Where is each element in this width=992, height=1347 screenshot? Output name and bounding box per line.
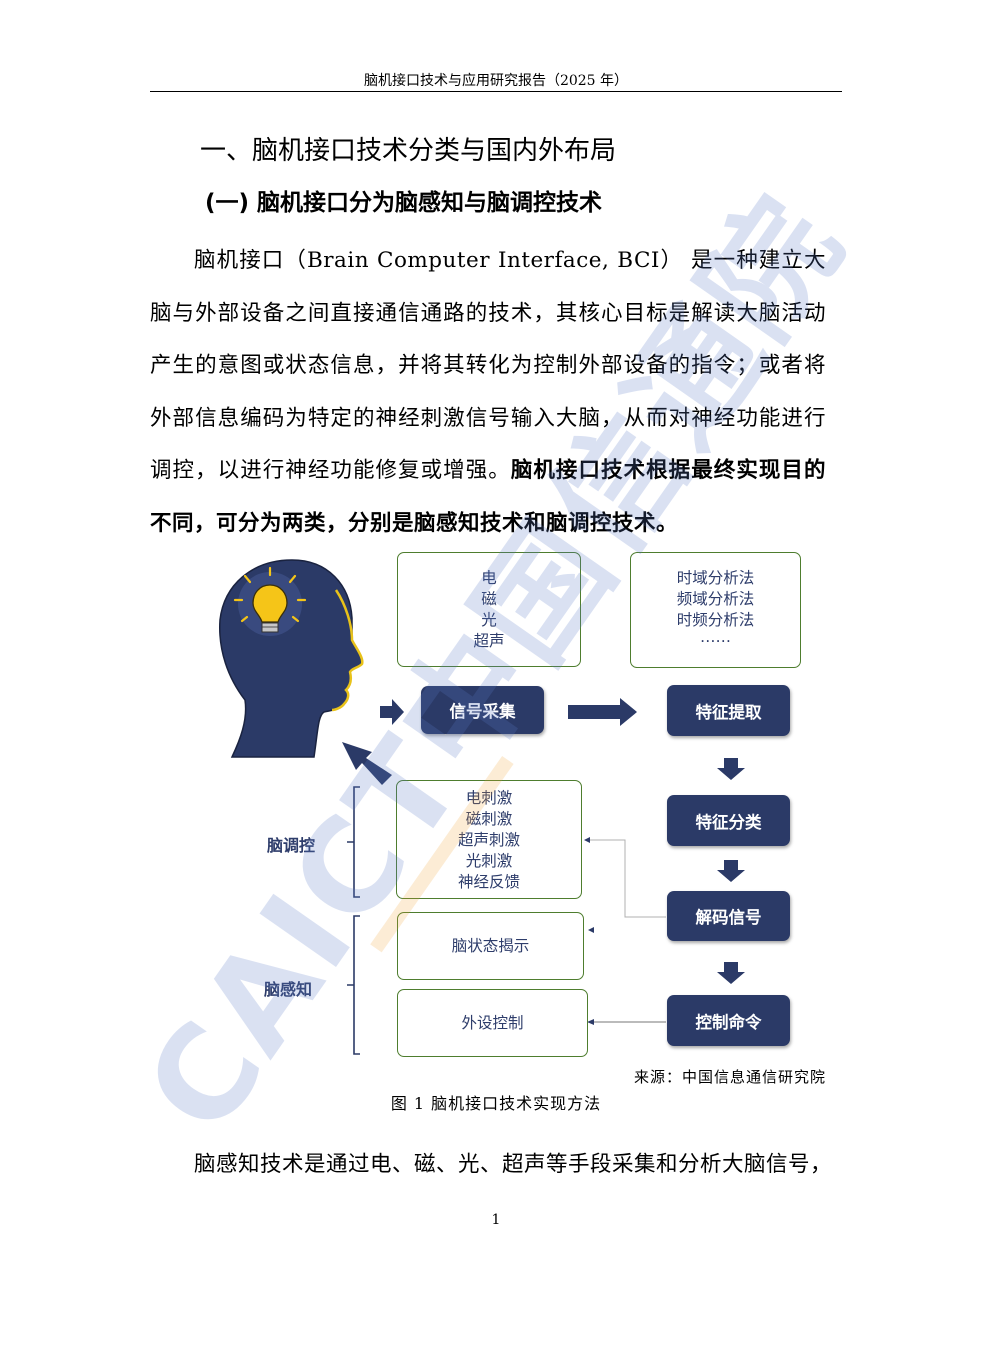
subsection-heading: (一) 脑机接口分为脑感知与脑调控技术 <box>205 190 603 216</box>
step-decode-signal: 解码信号 <box>667 891 790 941</box>
stim-method: 神经反馈 <box>457 873 520 891</box>
intro-bold-text: 脑机接口技术根据最终实现目的不同，可分为两类，分别是脑感知技术和脑调控技术。 <box>150 458 826 536</box>
bulb-icon <box>252 584 288 623</box>
perception-paragraph: 脑感知技术是通过电、磁、光、超声等手段采集和分析大脑信号， <box>150 1143 832 1187</box>
arrow-head-to-acquisition <box>380 699 404 725</box>
connector-decode-to-brainstate <box>598 917 625 930</box>
bracket-perception <box>347 915 360 1055</box>
brain-state-label: 脑状态揭示 <box>451 936 530 955</box>
analysis-method: 频域分析法 <box>676 590 755 608</box>
label-brain-modulation: 脑调控 <box>267 836 316 855</box>
arrow-acquisition-to-extraction <box>568 698 637 726</box>
acq-method: 光 <box>481 611 497 629</box>
figure-source: 来源：中国信息通信研究院 <box>633 1068 826 1086</box>
analysis-method: …… <box>700 628 731 646</box>
figure-caption: 图 1 脑机接口技术实现方法 <box>390 1094 602 1113</box>
acq-method: 超声 <box>473 632 505 650</box>
analysis-method: 时频分析法 <box>676 611 755 629</box>
step-control-command: 控制命令 <box>667 995 790 1046</box>
perception-lead: 脑感知技术 <box>194 1152 305 1177</box>
acquisition-methods-box: 电 磁 光 超声 <box>397 552 581 667</box>
step-signal-acquisition: 信号采集 <box>421 686 544 734</box>
arrow-classification-to-decode <box>717 860 745 882</box>
header-rule <box>150 91 842 92</box>
perception-text: 是通过电、磁、光、超声等手段采集和分析大脑信号， <box>304 1152 833 1177</box>
arrow-decode-to-command <box>717 962 745 984</box>
bracket-modulation <box>347 786 360 898</box>
acq-method: 电 <box>481 569 497 587</box>
analysis-methods-box: 时域分析法 频域分析法 时频分析法 …… <box>630 552 801 668</box>
stim-method: 超声刺激 <box>457 831 520 849</box>
bulb-base <box>261 622 279 633</box>
intro-paragraph: 脑机接口（Brain Computer Interface, BCI） 是一种建… <box>150 235 826 550</box>
label-brain-perception: 脑感知 <box>264 980 313 999</box>
arrow-feedback-to-head <box>342 742 392 785</box>
bulb-rays <box>233 566 307 623</box>
running-header: 脑机接口技术与应用研究报告（2025 年） <box>363 73 629 89</box>
peripheral-control-box: 外设控制 <box>397 989 588 1057</box>
face-highlight <box>331 589 364 712</box>
stimulation-methods-box: 电刺激 磁刺激 超声刺激 光刺激 神经反馈 <box>396 780 582 899</box>
analysis-method: 时域分析法 <box>676 569 755 587</box>
stim-method: 光刺激 <box>465 852 513 870</box>
page-number: 1 <box>491 1212 501 1228</box>
peripheral-control-label: 外设控制 <box>461 1013 524 1032</box>
step-feature-extraction: 特征提取 <box>667 685 790 736</box>
stim-method: 电刺激 <box>465 789 513 807</box>
step-feature-classification: 特征分类 <box>667 795 790 846</box>
intro-text: 脑机接口（Brain Computer Interface, BCI） 是一种建… <box>150 248 826 483</box>
connector-decode-to-stimulation <box>590 839 666 918</box>
acq-method: 磁 <box>481 590 497 608</box>
section-heading: 一、脑机接口技术分类与国内外布局 <box>200 136 617 166</box>
stim-method: 磁刺激 <box>465 810 513 828</box>
brain-state-box: 脑状态揭示 <box>397 912 584 980</box>
arrow-extraction-to-classification <box>717 758 745 780</box>
